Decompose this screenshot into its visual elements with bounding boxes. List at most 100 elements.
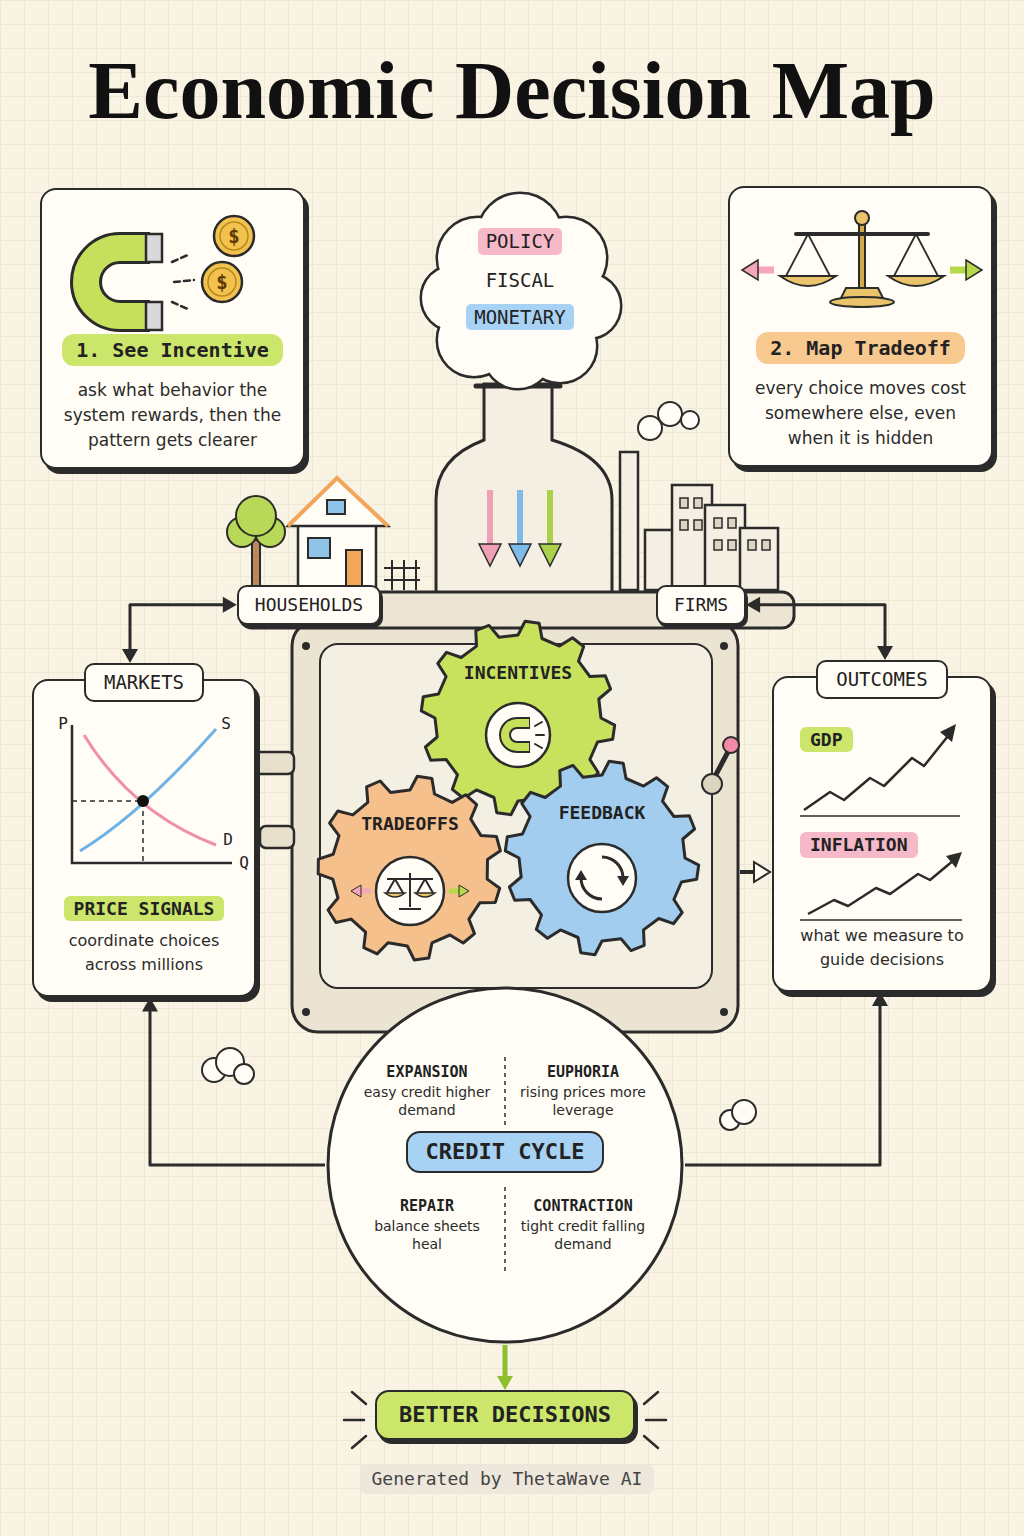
panel-title: OUTCOMES bbox=[816, 660, 948, 699]
gear-shape-part bbox=[376, 857, 444, 925]
bottle-part bbox=[436, 384, 612, 594]
magnet-coins-icon-part bbox=[146, 302, 162, 330]
outcome-charts-part bbox=[800, 919, 962, 921]
actor-label: FIRMS bbox=[674, 594, 728, 616]
gear-shape-part bbox=[581, 878, 602, 899]
gear-shape-part bbox=[505, 723, 530, 747]
policy-tag: POLICY bbox=[478, 228, 563, 255]
gear-shape-part bbox=[385, 893, 435, 897]
coin-symbol: $ bbox=[228, 225, 239, 247]
curve-label: D bbox=[223, 830, 233, 849]
policy-cloud-shape-part-part bbox=[465, 241, 575, 351]
magnet-coins-icon-part bbox=[220, 222, 248, 250]
policy-cloud-shape-part-part bbox=[478, 194, 562, 278]
policy-arrows-part bbox=[547, 490, 553, 546]
result-box: BETTER DECISIONS bbox=[375, 1390, 635, 1440]
tradeoffs-gear: TRADEOFFS bbox=[315, 773, 505, 963]
house-part bbox=[288, 478, 388, 526]
scales-icon-part bbox=[786, 234, 938, 276]
phase-heading: REPAIR bbox=[361, 1197, 493, 1217]
magnet-coins-icon-part bbox=[214, 216, 254, 256]
arrow-head bbox=[575, 1049, 591, 1063]
connector bbox=[627, 1119, 643, 1198]
policy-cloud-shape-part-part bbox=[465, 241, 575, 351]
gear-shape-part bbox=[505, 761, 698, 954]
machine-body-part bbox=[723, 737, 739, 753]
machine-body-part bbox=[720, 642, 728, 650]
outcome-charts bbox=[772, 660, 992, 999]
house-part bbox=[327, 500, 345, 514]
supply-demand-chart-part bbox=[137, 795, 149, 807]
panel-note: what we measure to guide decisions bbox=[786, 924, 978, 972]
outcome-charts-part bbox=[800, 815, 960, 817]
gear-shape-part bbox=[575, 870, 629, 886]
measure-tag: PRICE SIGNALS bbox=[64, 896, 225, 922]
magnet-coins-icon-part bbox=[146, 234, 162, 262]
card-heading: 1. See Incentive bbox=[62, 334, 283, 366]
axis-label: P bbox=[58, 714, 68, 733]
gear-shape bbox=[418, 618, 618, 818]
pipes-part bbox=[260, 826, 294, 848]
policy-arrows bbox=[479, 490, 561, 566]
gear-shape-part bbox=[505, 723, 529, 747]
machine-body-part bbox=[302, 1008, 310, 1016]
connector bbox=[367, 1119, 383, 1198]
arrow-head bbox=[223, 597, 237, 613]
policy-cloud-shape-part bbox=[422, 194, 620, 388]
connector-line bbox=[373, 1131, 377, 1198]
policy-arrows-part bbox=[539, 544, 561, 566]
factory-part bbox=[645, 530, 675, 590]
credit-cycle-circle: CREDIT CYCLEEXPANSIONeasy credit higher … bbox=[325, 985, 685, 1345]
gear-shape-part bbox=[449, 889, 461, 894]
gear-shape-part bbox=[351, 885, 361, 897]
bottle bbox=[436, 384, 612, 594]
phase-heading: CONTRACTION bbox=[517, 1197, 649, 1217]
steam-puffs-part bbox=[732, 1100, 756, 1124]
pipes-part bbox=[740, 870, 754, 874]
policy-arrows-part bbox=[517, 490, 523, 546]
connector bbox=[746, 597, 893, 660]
gear-shape-part bbox=[359, 889, 371, 894]
cycle-phase: REPAIRbalance sheets heal bbox=[361, 1197, 493, 1253]
supply-demand-chart-part bbox=[80, 729, 216, 851]
machine-body-part bbox=[292, 620, 738, 1032]
scales-icon bbox=[730, 188, 995, 467]
curve-label-holder: D bbox=[221, 829, 235, 851]
coin-symbol: $ bbox=[216, 271, 227, 293]
phase-heading: EXPANSION bbox=[361, 1063, 493, 1083]
supply-demand-chart-part bbox=[84, 735, 216, 845]
magnet-coins-icon bbox=[42, 190, 307, 467]
arrow-head bbox=[497, 1376, 513, 1390]
scales-icon-part bbox=[859, 224, 865, 294]
gear-label: TRADEOFFS bbox=[315, 813, 505, 835]
factory-part bbox=[658, 402, 682, 426]
machine-body bbox=[240, 592, 794, 1032]
arrow-head bbox=[877, 646, 893, 660]
arrow-head bbox=[872, 992, 888, 1006]
house-part bbox=[384, 560, 420, 590]
cycle-phase: EUPHORIArising prices more leverage bbox=[517, 1063, 649, 1119]
axis-label: Q bbox=[239, 853, 249, 872]
factory-part bbox=[681, 411, 699, 429]
step-card: 1. See Incentiveask what behavior the sy… bbox=[40, 188, 305, 469]
connector-line bbox=[150, 1009, 325, 1165]
cycle-banner: CREDIT CYCLE bbox=[406, 1131, 605, 1173]
watermark: Generated by ThetaWave AI bbox=[360, 1464, 655, 1494]
scales-icon-part bbox=[855, 211, 869, 225]
axis-label-holder: Q bbox=[237, 852, 251, 874]
result-label: BETTER DECISIONS bbox=[399, 1402, 611, 1428]
markets-panel: MARKETSPRICE SIGNALScoordinate choices a… bbox=[32, 663, 256, 997]
gear-label: FEEDBACK bbox=[502, 802, 702, 824]
actor-tag: HOUSEHOLDS bbox=[237, 585, 381, 625]
supply-demand-chart-part bbox=[72, 801, 143, 863]
gear-shape-part bbox=[387, 873, 433, 909]
machine-body-part bbox=[702, 774, 722, 794]
supply-demand-chart-part bbox=[72, 725, 232, 863]
credit-cycle-circle-part bbox=[328, 988, 682, 1342]
axis-label-holder: P bbox=[56, 713, 70, 735]
pipes-part bbox=[250, 752, 294, 774]
scales-icon-part bbox=[830, 297, 894, 307]
factory-part bbox=[680, 498, 770, 550]
policy-arrows-part bbox=[509, 544, 531, 566]
